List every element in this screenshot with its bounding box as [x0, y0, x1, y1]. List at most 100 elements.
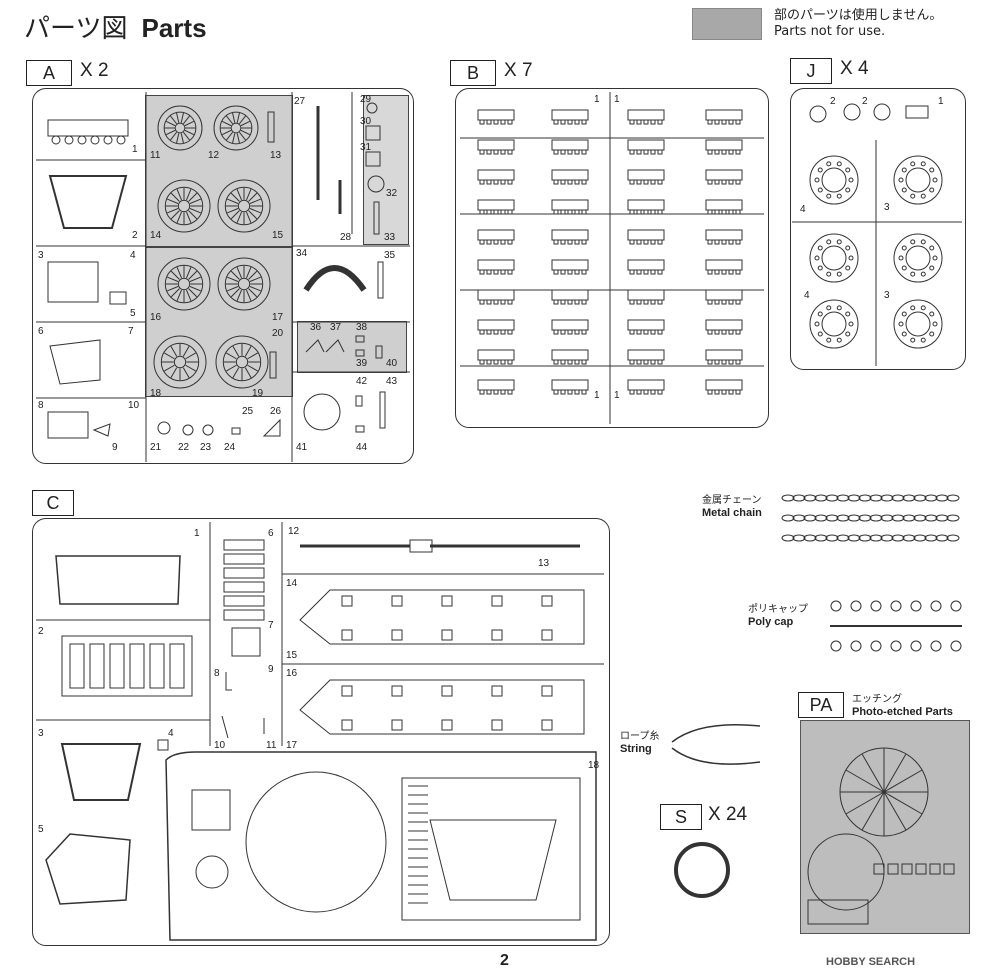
part-b-track-tooth	[728, 149, 734, 155]
part-b-track-tooth	[728, 119, 734, 125]
part-b-track-tooth	[574, 239, 580, 245]
part-b-track-tooth	[629, 239, 635, 245]
part-a15-sprocket-spoke	[248, 192, 258, 202]
part-b-track-tooth	[507, 179, 513, 185]
part-c6-links	[223, 595, 265, 607]
sprue-pa-label: PA	[798, 692, 844, 718]
sprue-a-part-21-num: 21	[150, 442, 162, 453]
part-j-bolt	[932, 255, 938, 261]
part-c18-hull-top	[165, 751, 597, 941]
part-b-track-tooth	[581, 239, 587, 245]
sprue-c-part-10-num: 10	[214, 740, 226, 751]
part-b-track-tooth	[636, 179, 642, 185]
sprue-a-part-3-num: 3	[38, 250, 44, 261]
part-j-bolt	[845, 245, 851, 251]
part-a1-wheel	[51, 135, 61, 145]
part-c16-bracket	[541, 719, 553, 731]
part-j-bolt	[910, 193, 916, 199]
part-b-track-tooth	[567, 179, 573, 185]
part-b-track-tooth	[636, 329, 642, 335]
part-b-track-tooth	[507, 119, 513, 125]
part-b-track-tooth	[500, 119, 506, 125]
sprue-a-part-26-num: 26	[270, 406, 282, 417]
part-a15-sprocket-spoke	[236, 211, 242, 224]
part-a16-sprocket-spoke	[176, 266, 182, 279]
part-a15-sprocket-inner	[224, 186, 264, 226]
part-b-track-tooth	[707, 269, 713, 275]
part-j-bolt	[836, 161, 842, 167]
part-a15-sprocket-spoke	[246, 188, 252, 201]
metal-chain-link	[858, 534, 872, 542]
part-b-track-link	[627, 199, 665, 211]
part-c2-grille	[69, 643, 85, 689]
part-a15-sprocket-spoke	[230, 192, 240, 202]
poly-cap	[930, 600, 942, 612]
part-b-track-tooth	[714, 149, 720, 155]
part-c2-grille	[129, 643, 145, 689]
metal-chain-link	[781, 514, 795, 522]
part-b-track-tooth	[500, 329, 506, 335]
metal-chain-link	[792, 494, 806, 502]
part-b-track-link	[705, 259, 743, 271]
part-b-track-tooth	[574, 149, 580, 155]
sprue-a-part-30-num: 30	[360, 116, 372, 127]
part-b-track-tooth	[643, 389, 649, 395]
part-b-track-link	[477, 259, 515, 271]
part-b-track-tooth	[507, 239, 513, 245]
pa-fret-plate	[915, 863, 927, 875]
part-b-track-tooth	[714, 389, 720, 395]
sprue-a-qty: X 2	[80, 60, 109, 81]
part-j-bolt	[920, 161, 926, 167]
part-a37-bracket	[325, 339, 345, 353]
sprue-c-part-14-num: 14	[286, 578, 298, 589]
part-b-track-tooth	[493, 329, 499, 335]
part-b-track-tooth	[560, 269, 566, 275]
part-c16-bracket	[441, 719, 453, 731]
part-b-track-tooth	[553, 329, 559, 335]
part-b-track-tooth	[735, 209, 741, 215]
part-b-track-tooth	[650, 329, 656, 335]
part-b-track-tooth	[493, 179, 499, 185]
part-b-track-tooth	[650, 209, 656, 215]
sprue-a-part-28-num: 28	[340, 232, 352, 243]
part-b-track-link	[551, 289, 589, 301]
sprue-a-shaded-wheels-top	[145, 95, 293, 247]
part-j-bolt	[845, 187, 851, 193]
pa-fret-spoke	[883, 791, 923, 815]
part-b-track-tooth	[728, 299, 734, 305]
metal-chain-link	[902, 514, 916, 522]
part-j-bolt	[826, 271, 832, 277]
metal-chain-link	[803, 494, 817, 502]
part-c14-bracket	[491, 629, 503, 641]
metal-chain-link	[803, 514, 817, 522]
part-c14-bracket	[541, 595, 553, 607]
sprue-b-part-num: 1	[614, 390, 620, 401]
metal-chain-link	[913, 514, 927, 522]
part-b-track-tooth	[735, 179, 741, 185]
poly-cap	[890, 640, 902, 652]
sprue-a-label: A	[26, 60, 72, 86]
part-b-track-tooth	[650, 389, 656, 395]
metal-chain-link	[891, 514, 905, 522]
metal-chain-link	[946, 494, 960, 502]
part-c12-brake	[409, 539, 433, 553]
sprue-c-part-1-num: 1	[194, 528, 200, 539]
metal-chain-link	[847, 494, 861, 502]
part-j-wheel-hub	[821, 245, 847, 271]
part-j2-cap	[809, 105, 827, 123]
poly-cap	[910, 600, 922, 612]
part-a17-sprocket-spoke	[249, 286, 262, 292]
part-a40-tab	[375, 345, 383, 359]
part-b-track-tooth	[728, 209, 734, 215]
part-a17-sprocket-spoke	[246, 289, 252, 302]
part-b-track-tooth	[735, 299, 741, 305]
part-a16-sprocket-spoke	[166, 286, 179, 292]
part-a36-bracket	[305, 339, 325, 353]
part-a17-sprocket-spoke	[248, 270, 258, 280]
part-b-track-tooth	[553, 299, 559, 305]
part-b-track-tooth	[500, 359, 506, 365]
part-b-track-link	[705, 379, 743, 391]
part-b-track-tooth	[707, 239, 713, 245]
part-a17-sprocket-spoke	[246, 266, 252, 279]
